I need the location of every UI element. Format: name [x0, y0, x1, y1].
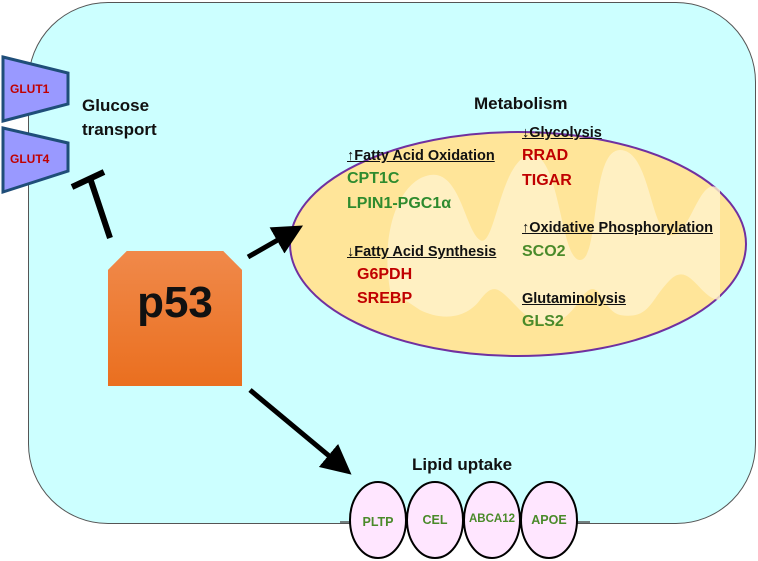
gene-cel: CEL: [422, 513, 448, 527]
glut4-transporter: [1, 126, 70, 195]
lipid-uptake-title: Lipid uptake: [412, 455, 513, 474]
fatty-acid-oxidation-heading: ↑Fatty Acid Oxidation: [347, 148, 495, 164]
gene-abca12: ABCA12: [468, 513, 515, 525]
gene-gls2: GLS2: [522, 313, 564, 330]
glucose-label-2: transport: [82, 120, 157, 139]
arrow-to-metabolism: [246, 225, 304, 260]
oxidative-phosphorylation-heading: ↑Oxidative Phosphorylation: [522, 220, 713, 236]
gene-pltp: PLTP: [362, 515, 394, 529]
gene-sco2: SCO2: [522, 243, 566, 260]
fatty-acid-synthesis-heading: ↓Fatty Acid Synthesis: [347, 244, 497, 260]
glut1-transporter: [1, 55, 70, 123]
inhibition-line: [87, 177, 113, 239]
cristae: [387, 150, 720, 324]
gene-tigar: TIGAR: [522, 172, 572, 189]
gene-apoe: APOE: [531, 513, 567, 527]
glut1-label: GLUT1: [10, 82, 50, 96]
gene-srebp: SREBP: [357, 290, 413, 307]
metabolism-title: Metabolism: [474, 94, 568, 113]
glutaminolysis-heading: Glutaminolysis: [522, 291, 626, 307]
glucose-label-1: Glucose: [82, 96, 150, 115]
gene-rrad: RRAD: [522, 147, 569, 164]
glycolysis-heading: ↓Glycolysis: [522, 125, 602, 141]
inhibition-bar: [70, 169, 106, 190]
lipid-protein-apoe: [520, 481, 578, 559]
p53-node: [108, 251, 242, 386]
arrow-to-lipid-uptake: [248, 388, 352, 475]
p53-label: p53: [137, 278, 213, 327]
gene-g6pdh: G6PDH: [357, 266, 413, 283]
gene-lpin1-pgc1a: LPIN1-PGC1α: [347, 195, 452, 212]
gene-cpt1c: CPT1C: [347, 170, 400, 187]
glut4-label: GLUT4: [10, 152, 50, 166]
